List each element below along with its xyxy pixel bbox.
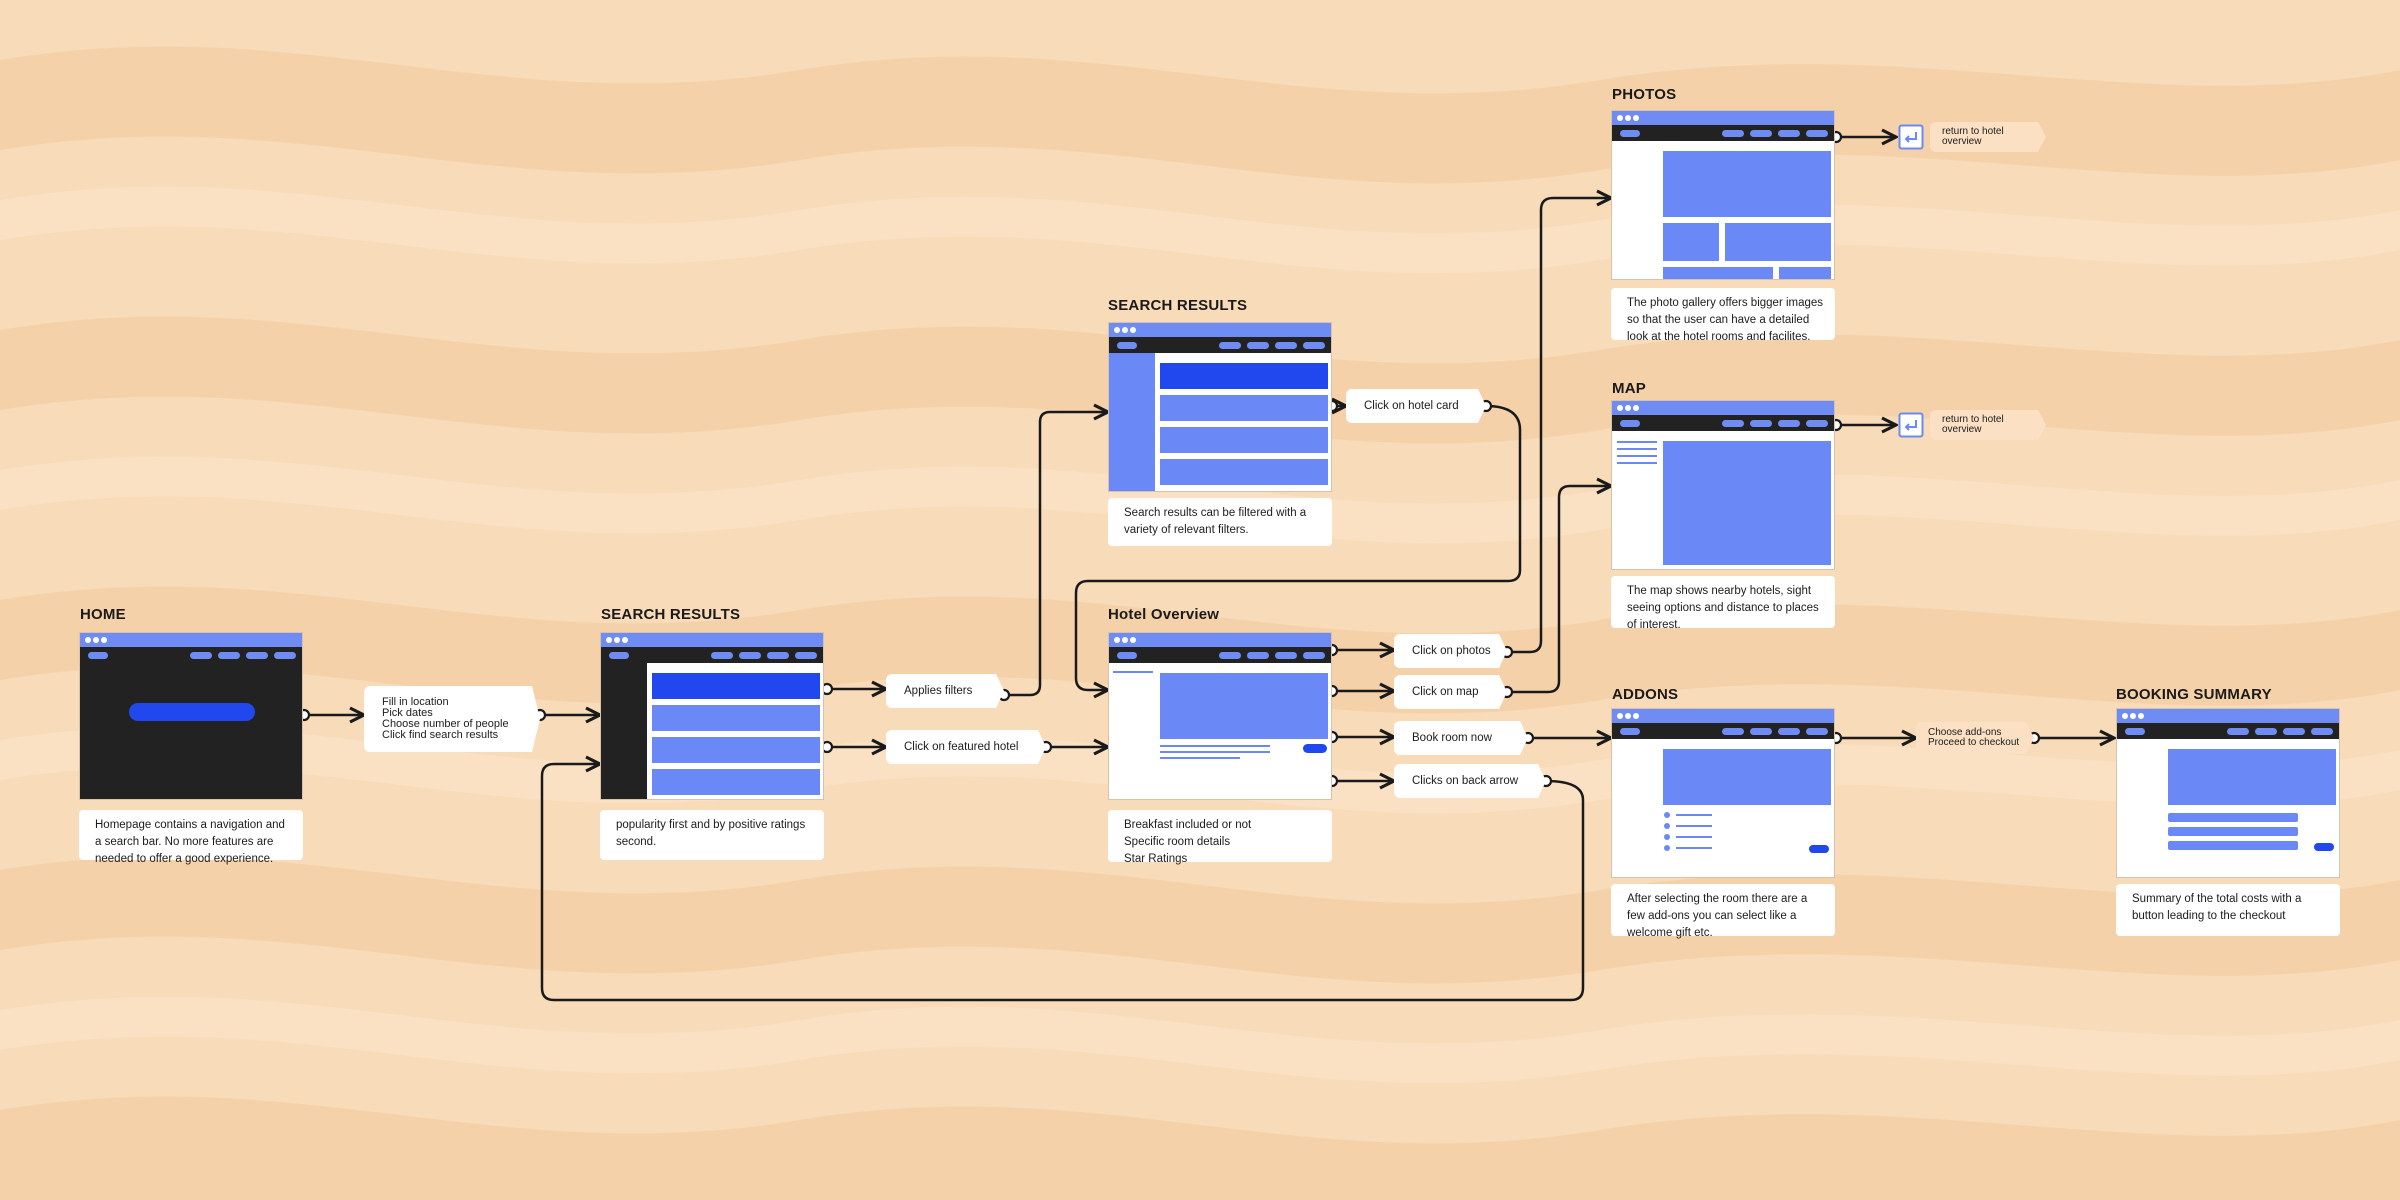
list-line	[1617, 462, 1657, 464]
hotel-overview-title: Hotel Overview	[1108, 606, 1220, 623]
result-card	[1160, 459, 1328, 485]
browser-bar	[80, 633, 302, 647]
map-description: The map shows nearby hotels, sight seein…	[1611, 576, 1835, 631]
photos-description: The photo gallery offers bigger images s…	[1611, 288, 1835, 343]
detail-line	[1160, 751, 1270, 753]
addon-checkbox	[1664, 823, 1670, 829]
detail-line	[1160, 745, 1270, 747]
nav-bar	[2117, 723, 2339, 739]
addon-checkbox	[1664, 812, 1670, 818]
home-steps-label: Fill in location Pick dates Choose numbe…	[364, 686, 540, 752]
addon-line	[1676, 836, 1712, 838]
search-bar	[129, 703, 255, 721]
home-title: HOME	[80, 606, 126, 623]
list-line	[1617, 441, 1657, 443]
addons-description: After selecting the room there are a few…	[1611, 884, 1835, 939]
room-image	[1663, 749, 1831, 805]
nav-bar	[1612, 415, 1834, 431]
search-results-filtered-description: Search results can be filtered with a va…	[1108, 498, 1332, 546]
map-area	[1663, 441, 1831, 565]
checkout-button	[2314, 843, 2334, 851]
continue-button	[1809, 845, 1829, 853]
result-card	[1160, 427, 1328, 453]
addons-steps-label: Choose add-ons Proceed to checkout	[1916, 722, 2034, 754]
home-screen[interactable]	[79, 632, 303, 800]
return-arrow-icon[interactable]	[1898, 412, 1924, 438]
click-featured-hotel-label: Click on featured hotel	[886, 730, 1046, 764]
filter-sidebar	[601, 663, 647, 799]
search-results-screen[interactable]	[600, 632, 824, 800]
detail-line	[1160, 757, 1240, 759]
list-line	[1617, 455, 1657, 457]
featured-result	[652, 673, 820, 699]
addons-title: ADDONS	[1612, 686, 1679, 703]
nav-bar	[1109, 647, 1331, 663]
gallery-photo	[1725, 223, 1831, 261]
addon-line	[1676, 814, 1712, 816]
browser-bar	[1612, 709, 1834, 723]
browser-bar	[601, 633, 823, 647]
addon-checkbox	[1664, 845, 1670, 851]
nav-bar	[601, 647, 823, 663]
result-card	[652, 769, 820, 795]
gallery-photo	[1663, 267, 1773, 279]
result-card	[652, 705, 820, 731]
click-photos-label: Click on photos	[1394, 634, 1507, 668]
addons-screen[interactable]	[1611, 708, 1835, 878]
result-card	[1160, 395, 1328, 421]
click-hotel-card-label: Click on hotel card	[1346, 389, 1486, 423]
cost-line	[2168, 813, 2298, 822]
result-card	[652, 737, 820, 763]
booking-summary-screen[interactable]	[2116, 708, 2340, 878]
clicks-back-arrow-label: Clicks on back arrow	[1394, 764, 1546, 798]
list-line	[1617, 448, 1657, 450]
hotel-image	[1160, 673, 1328, 739]
nav-bar	[80, 647, 302, 663]
nav-bar	[1612, 723, 1834, 739]
search-results-filtered-screen[interactable]	[1108, 322, 1332, 492]
search-results-filtered-title: SEARCH RESULTS	[1108, 297, 1248, 314]
browser-bar	[1612, 401, 1834, 415]
browser-bar	[1612, 111, 1834, 125]
booking-summary-description: Summary of the total costs with a button…	[2116, 884, 2340, 936]
filter-sidebar	[1109, 353, 1155, 491]
map-screen[interactable]	[1611, 400, 1835, 570]
photos-screen[interactable]	[1611, 110, 1835, 280]
cost-line	[2168, 841, 2298, 850]
return-to-hotel-overview-label[interactable]: return to hotel overview	[1930, 122, 2046, 152]
gallery-large-photo	[1663, 151, 1831, 217]
applies-filters-label: Applies filters	[886, 674, 1004, 708]
nav-bar	[1109, 337, 1331, 353]
map-title: MAP	[1612, 380, 1646, 397]
hotel-overview-description: Breakfast included or not Specific room …	[1108, 810, 1332, 865]
addon-line	[1676, 825, 1712, 827]
browser-bar	[1109, 323, 1331, 337]
home-description: Homepage contains a navigation and a sea…	[79, 810, 303, 865]
search-results-title: SEARCH RESULTS	[601, 606, 741, 623]
photos-title: PHOTOS	[1612, 86, 1677, 103]
browser-bar	[2117, 709, 2339, 723]
return-arrow-icon[interactable]	[1898, 124, 1924, 150]
book-button	[1303, 744, 1327, 753]
featured-result	[1160, 363, 1328, 389]
click-map-label: Click on map	[1394, 675, 1507, 709]
side-line	[1113, 671, 1153, 673]
booking-summary-title: BOOKING SUMMARY	[2116, 686, 2272, 703]
gallery-photo	[1663, 223, 1719, 261]
browser-bar	[1109, 633, 1331, 647]
gallery-photo	[1779, 267, 1831, 279]
nav-bar	[1612, 125, 1834, 141]
return-to-hotel-overview-label[interactable]: return to hotel overview	[1930, 410, 2046, 440]
search-results-description: popularity first and by positive ratings…	[600, 810, 824, 860]
hotel-overview-screen[interactable]	[1108, 632, 1332, 800]
addon-checkbox	[1664, 834, 1670, 840]
book-room-now-label: Book room now	[1394, 721, 1528, 755]
addon-line	[1676, 847, 1712, 849]
cost-line	[2168, 827, 2298, 836]
summary-image	[2168, 749, 2336, 805]
